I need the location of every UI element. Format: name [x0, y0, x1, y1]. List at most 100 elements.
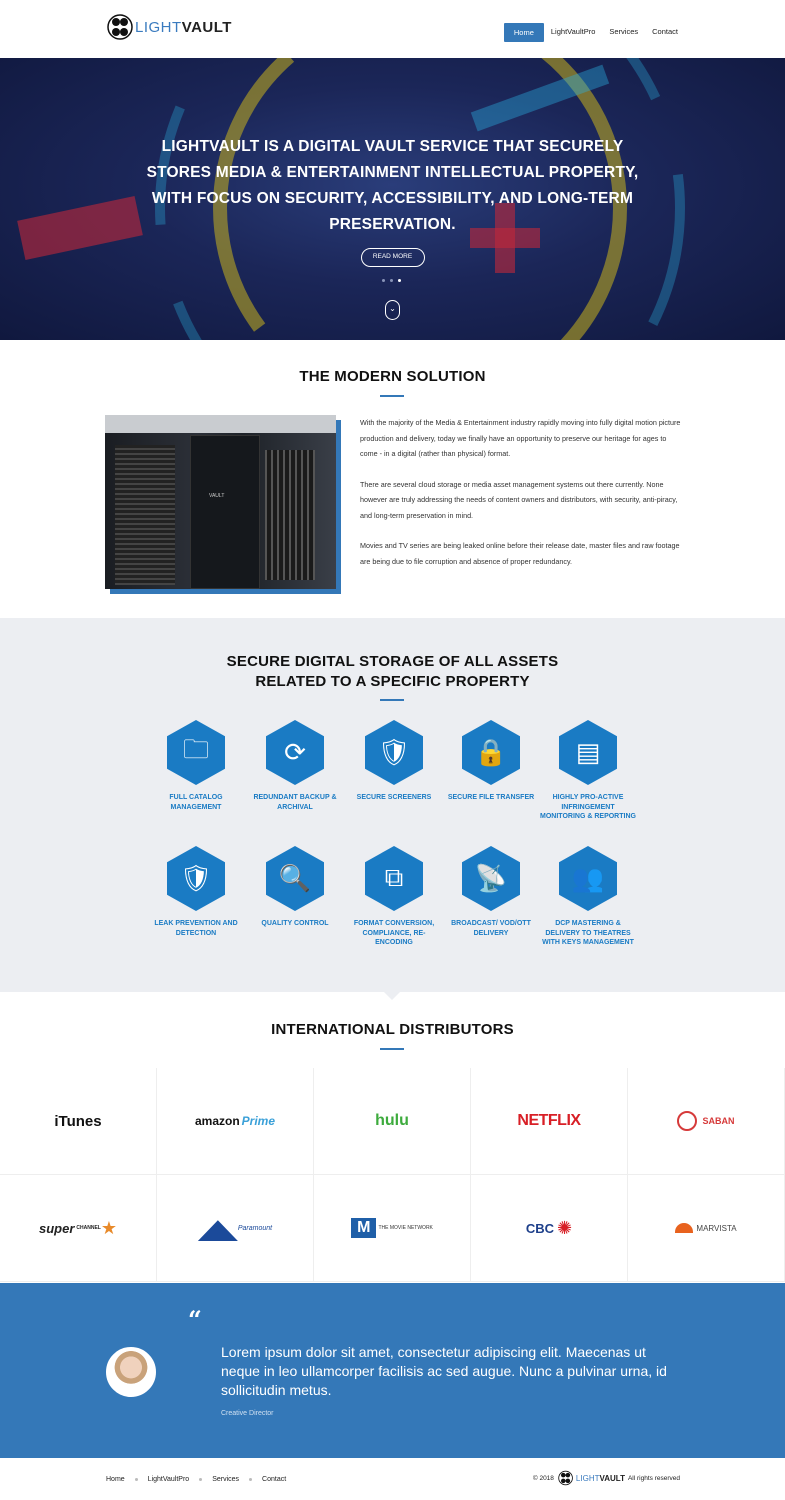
film-reel-icon [558, 1470, 573, 1486]
feature-item: 🗀 FULL CATALOG MANAGEMENT [147, 720, 245, 812]
logo-text: super [39, 1220, 75, 1236]
title-underline [380, 395, 404, 397]
logo-text: iTunes [54, 1112, 102, 1130]
paragraphs: With the majority of the Media & Enterta… [360, 415, 682, 584]
feature-item: 🛡 SECURE SCREENERS [345, 720, 443, 803]
feature-label: FORMAT CONVERSION, COMPLIANCE, RE-ENCODI… [353, 920, 435, 947]
logo[interactable]: LIGHTVAULT [105, 13, 232, 41]
logo-bold-text: VAULT [599, 1473, 625, 1483]
star-icon: ★ [100, 1217, 117, 1238]
hexagon-badge: 🔍 [266, 846, 324, 911]
mountain-icon [197, 1220, 238, 1241]
hexagon-badge: 📡 [462, 846, 520, 911]
footer-nav-services[interactable]: Services [212, 1476, 240, 1483]
quote-icon: “ [188, 1305, 202, 1334]
padlock-icon: 🔒 [474, 737, 508, 768]
logo-text: CBC [525, 1220, 555, 1236]
copyright: © 2018 LIGHTVAULT All rights reserved [533, 1470, 680, 1486]
feature-item: 📡 BROADCAST/ VOD/OTT DELIVERY [442, 846, 540, 938]
slide-dot-active[interactable] [398, 279, 401, 282]
feature-item: 🔒 SECURE FILE TRANSFER [442, 720, 540, 803]
separator [249, 1478, 253, 1481]
title-underline [380, 1048, 404, 1050]
logo-light-text: LIGHT [575, 1473, 600, 1483]
logo-text: hulu [375, 1112, 409, 1129]
testimonial-role: Creative Director [221, 1410, 274, 1417]
logo-text: SABAN [702, 1116, 735, 1126]
paragraph: With the majority of the Media & Enterta… [360, 418, 681, 458]
distributor-logo-paramount: Paramount [157, 1175, 314, 1282]
hexagon-badge: 🛡 [167, 846, 225, 911]
nav-home[interactable]: Home [503, 23, 544, 42]
hexagon-badge: 🗀 [167, 720, 225, 785]
feature-item: 👥DCP MASTERING & DELIVERY TO THEATRES WI… [539, 846, 637, 948]
logo-suffix: THE MOVIE NETWORK [378, 1225, 433, 1231]
feature-label: BROADCAST/ VOD/OTT DELIVERY [451, 920, 531, 937]
photo-vault-label: VAULT [209, 493, 225, 499]
hexagon-badge: 👥 [559, 846, 617, 911]
title-underline [380, 699, 404, 701]
hero-content: LIGHTVAULT IS A DIGITAL VAULT SERVICE TH… [140, 134, 645, 267]
hexagon-badge: ▤ [559, 720, 617, 785]
logo-bold-text: VAULT [181, 18, 232, 36]
monitors-flow-icon: ⧉ [384, 863, 404, 893]
read-more-button[interactable]: READ MORE [360, 248, 425, 267]
scroll-down-button[interactable]: ⌄ [385, 300, 400, 320]
footer-nav-lightvaultpro[interactable]: LightVaultPro [147, 1476, 190, 1483]
paragraph: There are several cloud storage or media… [360, 479, 678, 520]
browser-window-icon: ▤ [575, 737, 601, 768]
avatar [106, 1347, 156, 1397]
distributor-logo-saban: SABAN [628, 1068, 785, 1175]
logo-text: amazon [194, 1114, 240, 1128]
copyright-year: © 2018 [532, 1474, 554, 1482]
cbc-gem-icon: ✺ [557, 1217, 573, 1238]
feature-item: ▤ HIGHLY PRO-ACTIVE INFRINGEMENT MONITORI… [539, 720, 637, 822]
saban-emblem-icon [677, 1111, 698, 1131]
logo-text: NETFLIX [517, 1112, 581, 1129]
feature-label: SECURE SCREENERS [356, 794, 432, 801]
distributor-logo-cbc: CBC✺ [471, 1175, 628, 1282]
slider-dots [382, 279, 401, 282]
hero-background-graphic [17, 58, 685, 340]
hexagon-badge: 🛡 [365, 720, 423, 785]
feature-label: LEAK PREVENTION AND DETECTION [154, 920, 238, 937]
section-notch [384, 992, 400, 1000]
distributor-logo-hulu: hulu [314, 1068, 471, 1175]
nav-services[interactable]: Services [609, 27, 639, 36]
hexagon-badge: ⟳ [266, 720, 324, 785]
hexagon-badge: 🔒 [462, 720, 520, 785]
footer-nav-home[interactable]: Home [106, 1476, 125, 1483]
paragraph: Movies and TV series are being leaked on… [360, 541, 680, 566]
section-title: THE MODERN SOLUTION [299, 368, 486, 385]
cloud-magnifier-icon: 🔍 [278, 863, 312, 894]
feature-label: HIGHLY PRO-ACTIVE INFRINGEMENT MONITORIN… [540, 794, 636, 821]
chevron-down-icon: ⌄ [389, 304, 396, 313]
footer-nav: Home LightVaultPro Services Contact [106, 1476, 286, 1483]
site-footer: Home LightVaultPro Services Contact © 20… [0, 1458, 785, 1500]
broadcast-tower-icon: 📡 [474, 863, 508, 894]
nav-contact[interactable]: Contact [652, 27, 678, 36]
slide-dot[interactable] [390, 279, 393, 282]
logo-light-text: LIGHT [135, 18, 182, 36]
theatre-audience-icon: 👥 [571, 863, 605, 894]
footer-nav-contact[interactable]: Contact [262, 1476, 287, 1483]
feature-label: REDUNDANT BACKUP & ARCHIVAL [253, 794, 337, 811]
nav-lightvaultpro[interactable]: LightVaultPro [550, 27, 596, 36]
feature-label: SECURE FILE TRANSFER [447, 794, 535, 801]
shield-lock-icon: 🛡 [179, 863, 213, 894]
testimonial-body: Lorem ipsum dolor sit amet, consectetur … [221, 1343, 681, 1417]
title-line: RELATED TO A SPECIFIC PROPERTY [255, 673, 530, 690]
slide-dot[interactable] [382, 279, 385, 282]
sunset-icon [675, 1223, 694, 1233]
feature-label: FULL CATALOG MANAGEMENT [169, 794, 223, 811]
distributor-logo-marvista: MARVISTA [628, 1175, 785, 1282]
modern-solution-section: THE MODERN SOLUTION VAULT With the major… [0, 340, 785, 618]
hero-headline: LIGHTVAULT IS A DIGITAL VAULT SERVICE TH… [146, 138, 639, 233]
logo-text: M [351, 1218, 377, 1238]
separator [199, 1478, 203, 1481]
